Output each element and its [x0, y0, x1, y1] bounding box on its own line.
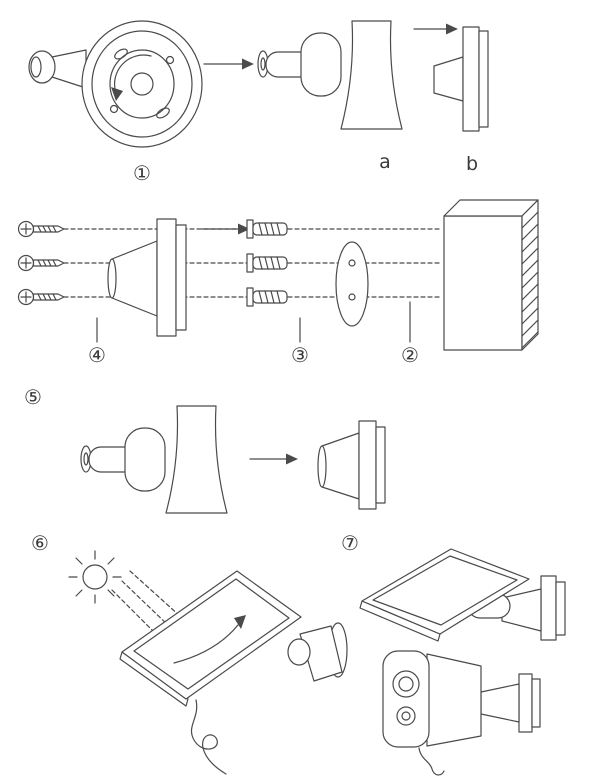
step2-round-mounting-plate	[335, 241, 369, 327]
adjust-arrowhead	[234, 615, 246, 629]
part-b-label: b	[465, 153, 479, 175]
step-6-label: ⑥	[31, 531, 49, 555]
step5-mount-base	[317, 420, 386, 510]
camera-cable	[418, 747, 445, 776]
step7-camera-mount	[480, 673, 541, 733]
step1-base-rear-view	[28, 20, 203, 148]
panel-cable	[190, 699, 227, 775]
step-2-label: ②	[401, 343, 419, 367]
arrow-right-icon-1	[203, 58, 254, 70]
screw-icon-3	[17, 288, 65, 306]
step5-assembled-mount	[80, 405, 228, 514]
step-4-label: ④	[88, 343, 106, 367]
step7-panel-mount	[467, 575, 566, 641]
step6-wall-mount	[287, 622, 348, 682]
wall-anchor-icon-2	[246, 253, 288, 273]
sunlight-rays	[111, 570, 182, 637]
step1-wall-plate-b	[433, 26, 489, 132]
step4-mount-base-side	[107, 218, 187, 337]
rotate-arrow-icon	[113, 54, 152, 94]
adjust-arrow-icon	[173, 624, 239, 664]
step-5-label: ⑤	[24, 385, 42, 409]
screw-icon-1	[17, 220, 65, 238]
step7-solar-panel	[359, 548, 530, 642]
arrow-right-icon-4	[249, 453, 298, 465]
security-camera	[382, 650, 482, 776]
step-3-label: ③	[291, 343, 309, 367]
arrow-right-icon-3	[201, 223, 250, 235]
part-a-label: a	[379, 151, 391, 173]
step-7-label: ⑦	[341, 531, 359, 555]
label-leader-lines	[96, 301, 411, 343]
wall-hatching	[521, 211, 539, 349]
wall-panel	[443, 199, 539, 351]
step1-assembled-mount-a	[257, 20, 403, 130]
camera-lens-icon	[392, 670, 420, 698]
screw-icon-2	[17, 254, 65, 272]
rotate-arrowhead	[111, 87, 123, 101]
wall-anchor-icon-3	[246, 287, 288, 307]
sun-icon	[68, 550, 122, 604]
wall-anchor-icon-1	[246, 219, 288, 239]
camera-sensor-icon	[396, 706, 416, 726]
step6-solar-panel	[119, 570, 302, 707]
step-1-label: ①	[133, 161, 151, 185]
arrow-right-icon-2	[413, 23, 458, 35]
